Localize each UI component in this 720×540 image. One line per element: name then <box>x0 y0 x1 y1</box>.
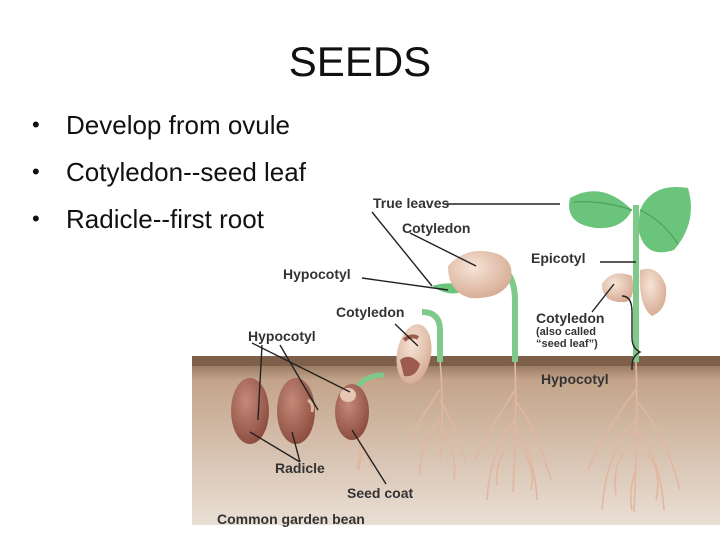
root-system <box>474 361 552 501</box>
cotyledon <box>602 273 634 303</box>
label-cotyledon-right: Cotyledon <box>536 310 604 326</box>
cotyledon <box>448 250 512 299</box>
label-true-leaves: True leaves <box>373 195 449 211</box>
label-cotyledon-note-1: (also called <box>536 326 596 338</box>
bean-seed <box>277 378 315 444</box>
figure-caption: Common garden bean <box>217 511 365 527</box>
label-hypocotyl-left: Hypocotyl <box>248 328 316 344</box>
bullet-text: Develop from ovule <box>66 110 290 140</box>
cotyledon <box>639 268 667 316</box>
slide-title: SEEDS <box>288 38 432 85</box>
label-radicle: Radicle <box>275 460 325 476</box>
bullet-item: • Develop from ovule <box>32 104 306 151</box>
label-cotyledon-mid: Cotyledon <box>336 304 404 320</box>
seed-stage-4 <box>432 250 552 501</box>
label-cotyledon-note-2: “seed leaf”) <box>536 338 598 350</box>
label-hypocotyl-top: Hypocotyl <box>283 266 351 282</box>
seed-stage-5 <box>569 186 691 513</box>
bullet-text: Cotyledon--seed leaf <box>66 157 306 187</box>
label-cotyledon-top: Cotyledon <box>402 220 470 236</box>
seed-stage-3 <box>396 309 466 481</box>
bullet-list: • Develop from ovule • Cotyledon--seed lea… <box>32 104 306 245</box>
bullet-icon: • <box>32 159 40 184</box>
bullet-item: • Radicle--first root <box>32 198 306 245</box>
bean-seed <box>231 378 269 444</box>
label-epicotyl: Epicotyl <box>531 250 585 266</box>
soil-surface <box>192 356 720 366</box>
root-system <box>409 359 466 481</box>
leader-lines <box>249 203 642 485</box>
bullet-text: Radicle--first root <box>66 204 264 234</box>
bullet-icon: • <box>32 206 40 231</box>
seed-stage-2 <box>335 372 385 471</box>
label-seed-coat: Seed coat <box>347 485 413 501</box>
bullet-icon: • <box>32 112 40 137</box>
root-system <box>587 361 681 513</box>
label-hypocotyl-right: Hypocotyl <box>541 371 609 387</box>
soil <box>192 360 720 525</box>
hypocotyl-stem <box>421 309 443 362</box>
true-leaves <box>638 186 691 253</box>
bullet-item: • Cotyledon--seed leaf <box>32 151 306 198</box>
true-leaves <box>569 191 632 229</box>
